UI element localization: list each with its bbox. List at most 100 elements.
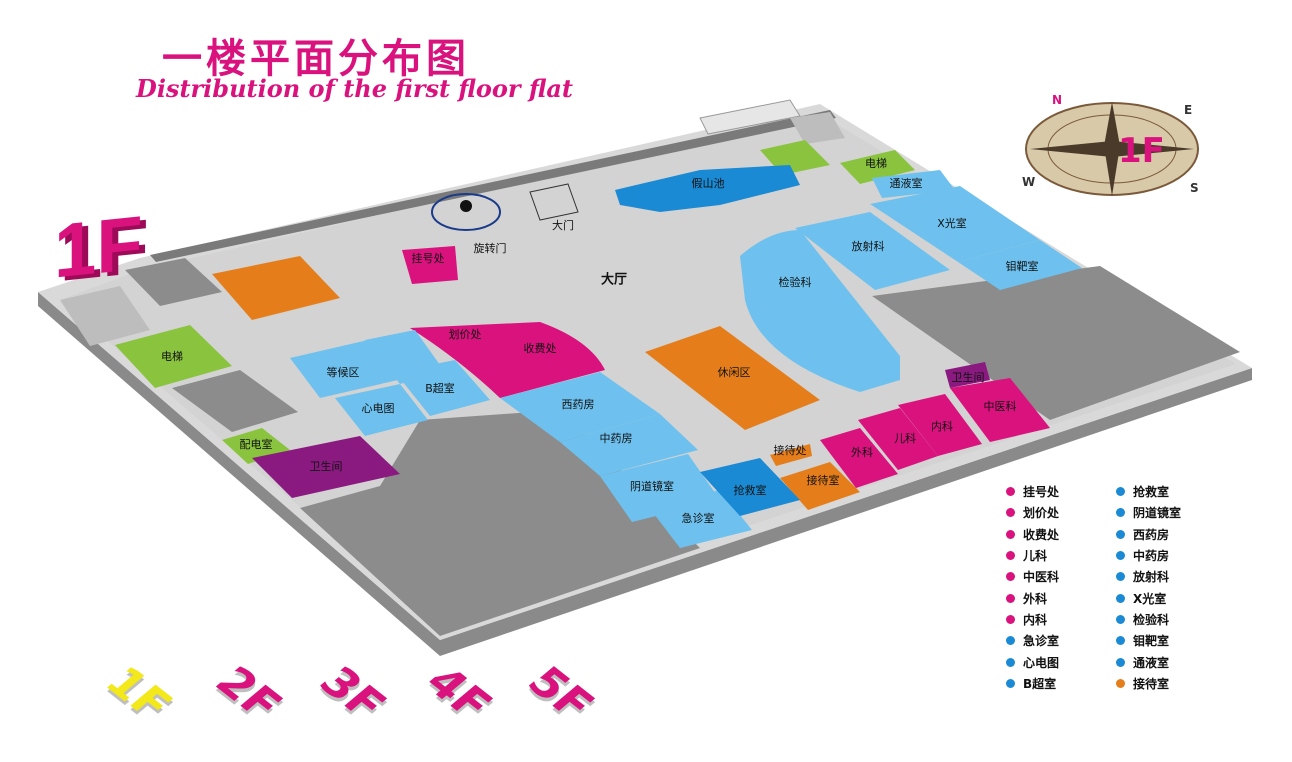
- radiology-label[interactable]: 放射科: [851, 240, 885, 253]
- legend-dot-icon: [1006, 551, 1015, 561]
- power-room-label[interactable]: 配电室: [239, 438, 273, 451]
- pediatrics-label[interactable]: 儿科: [894, 432, 916, 445]
- legend-label: 检验科: [1133, 612, 1170, 627]
- legend-item: 心电图: [1006, 651, 1059, 672]
- legend-item: 接待室: [1116, 673, 1181, 694]
- pediatrics-box: [858, 408, 938, 470]
- legend-dot-icon: [1006, 593, 1015, 603]
- legend-item: 中医科: [1006, 566, 1059, 587]
- internal-medicine-label[interactable]: 内科: [931, 420, 953, 433]
- legend-label: 钼靶室: [1133, 634, 1170, 649]
- compass-e: E: [1184, 103, 1192, 117]
- colposcopy-label[interactable]: 阴道镜室: [630, 480, 674, 493]
- elevator-right-label[interactable]: 电梯: [865, 157, 887, 170]
- restroom-left-box: [252, 436, 400, 498]
- entrance-steps: [699, 99, 801, 135]
- radiology-box: [795, 212, 950, 290]
- legend-dot-icon: [1116, 593, 1125, 603]
- compass-s: S: [1190, 181, 1199, 195]
- gray-block-right: [872, 266, 1240, 420]
- legend-dot-icon: [1116, 508, 1125, 518]
- chinese-pharmacy-label[interactable]: 中药房: [599, 432, 633, 445]
- legend-dot-icon: [1006, 529, 1015, 539]
- legend-label: 阴道镜室: [1133, 506, 1182, 521]
- waiting-box: [290, 340, 398, 398]
- legend-label: 西药房: [1133, 527, 1170, 542]
- compass-w: W: [1022, 175, 1035, 189]
- legend-label: 内科: [1023, 612, 1048, 627]
- legend-dot-icon: [1006, 508, 1015, 518]
- rescue-label[interactable]: 抢救室: [733, 484, 767, 497]
- xray-label[interactable]: X光室: [937, 217, 967, 230]
- lounge-label[interactable]: 休闲区: [717, 366, 751, 379]
- revolving-door: [431, 193, 501, 231]
- reception-room-box: [780, 462, 860, 510]
- floor-base-side: [38, 292, 1252, 656]
- tcm-box: [950, 378, 1050, 442]
- elevator-left-box: [115, 325, 232, 388]
- main-gate-label: 大门: [552, 219, 574, 232]
- tcm-label[interactable]: 中医科: [983, 400, 1017, 413]
- surgery-label[interactable]: 外科: [851, 446, 873, 459]
- hall-label: 大厅: [600, 272, 628, 288]
- lab-label[interactable]: 检验科: [778, 276, 812, 289]
- surgery-box: [820, 428, 898, 488]
- internal-medicine-box: [898, 394, 982, 456]
- main-gate: [529, 183, 579, 221]
- compass-center: 1F: [1118, 131, 1165, 171]
- legend-item: 放射科: [1116, 566, 1181, 587]
- legend-item: 儿科: [1006, 545, 1059, 566]
- gray-block-left: [172, 370, 298, 432]
- waiting-label[interactable]: 等候区: [326, 366, 360, 379]
- elevator-left-label[interactable]: 电梯: [161, 350, 183, 363]
- rockery-pond: [615, 165, 800, 212]
- b-ultrasound-label[interactable]: B超室: [425, 382, 455, 395]
- ecg-box: [335, 384, 428, 436]
- legend-dot-icon: [1116, 636, 1125, 646]
- compass-icon: 1F N E S W: [1022, 94, 1199, 196]
- emergency-label[interactable]: 急诊室: [681, 512, 715, 525]
- legend-item: X光室: [1116, 587, 1181, 608]
- legend-label: 中医科: [1023, 570, 1060, 585]
- orange-block-left: [212, 256, 340, 320]
- legend-label: 接待室: [1133, 676, 1170, 691]
- target-label[interactable]: 钼靶室: [1005, 260, 1039, 273]
- legend-item: 划价处: [1006, 502, 1059, 523]
- legend-item: 西药房: [1116, 524, 1181, 545]
- reception-desk-label[interactable]: 接待处: [773, 444, 807, 457]
- rockery-pond-label: 假山池: [691, 177, 725, 190]
- restroom-right-label[interactable]: 卫生间: [951, 371, 985, 384]
- legend-item: 收费处: [1006, 524, 1059, 545]
- page-subtitle: Distribution of the first floor flat: [136, 74, 573, 103]
- restroom-left-label[interactable]: 卫生间: [309, 460, 343, 473]
- reception-desk-shape: [770, 444, 812, 466]
- legend-dot-icon: [1006, 572, 1015, 582]
- legend-label: X光室: [1133, 591, 1167, 606]
- ecg-label[interactable]: 心电图: [361, 402, 395, 415]
- infusion-box: [872, 170, 955, 198]
- elevator-right-box: [840, 150, 915, 184]
- revolving-door-label: 旋转门: [473, 242, 507, 255]
- emergency-box: [648, 490, 752, 548]
- gray-block-top-left: [125, 258, 222, 306]
- west-pharmacy-box: [500, 372, 660, 442]
- legend-dot-icon: [1116, 487, 1125, 497]
- xray-box: [870, 186, 1040, 262]
- stairs-left: [60, 286, 150, 346]
- reception-room-label[interactable]: 接待室: [806, 474, 840, 487]
- legend-item: 内科: [1006, 609, 1059, 630]
- west-pharmacy-label[interactable]: 西药房: [561, 398, 595, 411]
- legend-dot-icon: [1006, 614, 1015, 624]
- registration-label[interactable]: 挂号处: [411, 252, 445, 265]
- cashier-label[interactable]: 收费处: [523, 342, 557, 355]
- infusion-label[interactable]: 通液室: [889, 177, 923, 190]
- legend-label: 外科: [1023, 591, 1048, 606]
- chinese-pharmacy-box: [560, 414, 698, 476]
- legend-item: 急诊室: [1006, 630, 1059, 651]
- lounge-box: [645, 326, 820, 430]
- pricing-label[interactable]: 划价处: [448, 328, 482, 341]
- legend-label: 儿科: [1023, 549, 1048, 564]
- floor-badge: 1F: [54, 200, 143, 295]
- legend-label: 放射科: [1133, 570, 1170, 585]
